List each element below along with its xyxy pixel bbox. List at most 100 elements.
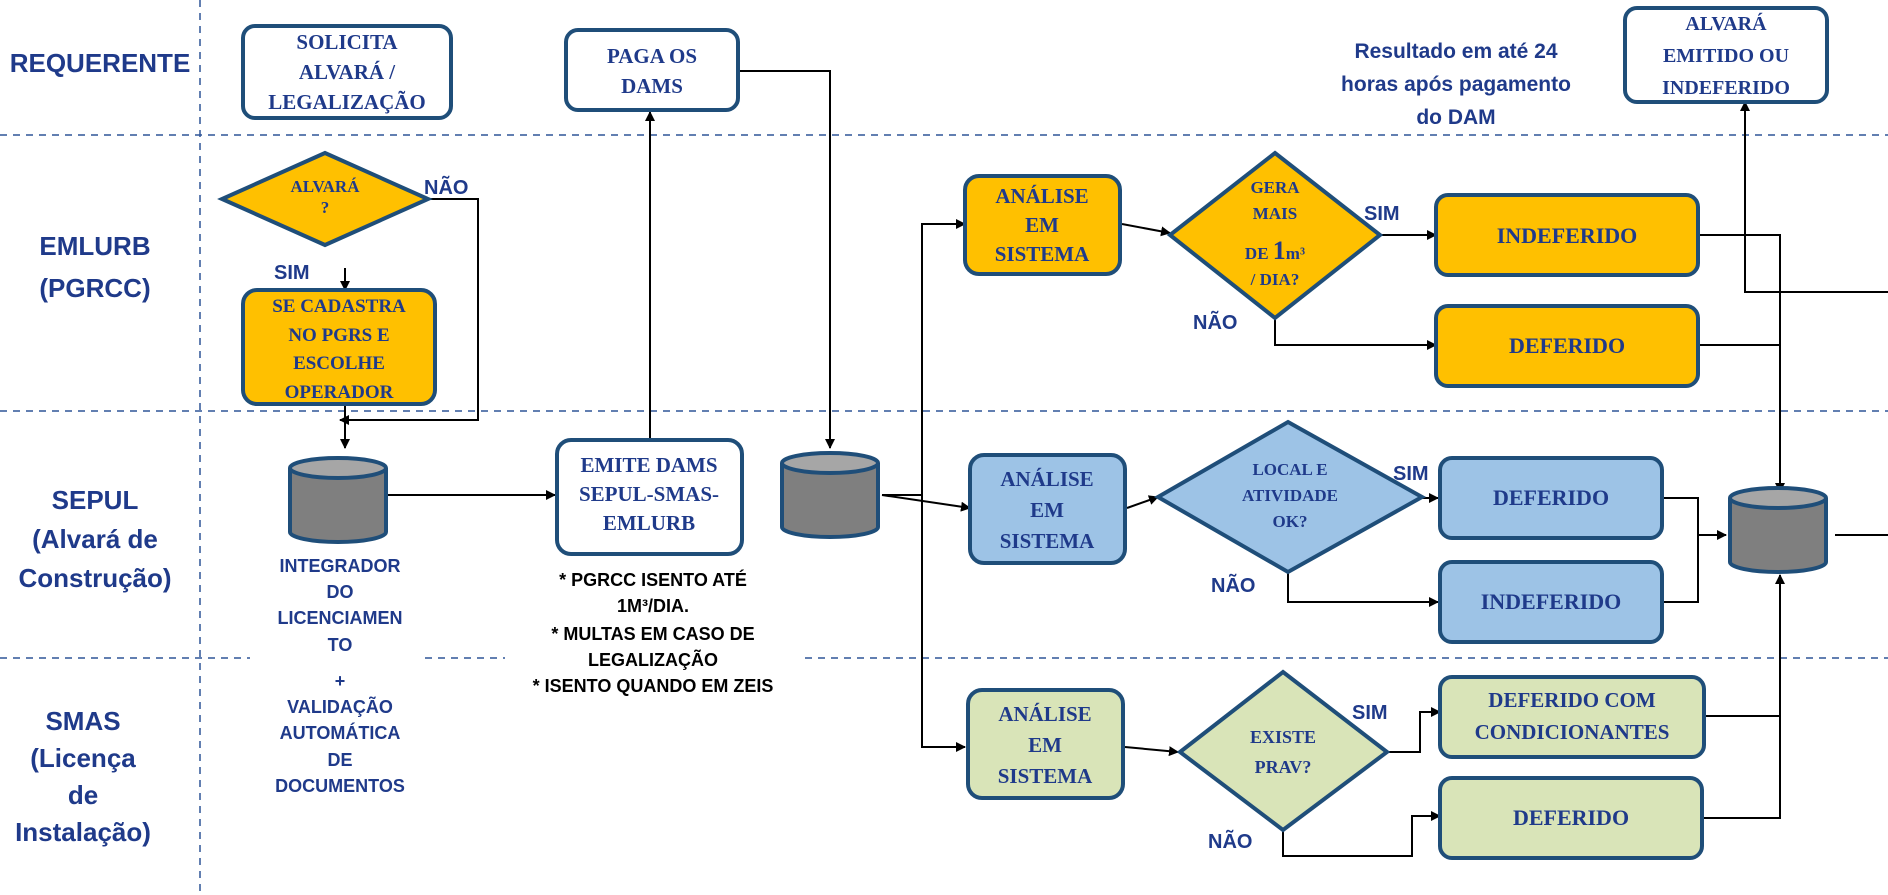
alvara-line-2: ? xyxy=(321,198,330,217)
paga-line-1: PAGA OS xyxy=(607,44,697,68)
box-deferido-condicionantes: DEFERIDO COM CONDICIONANTES xyxy=(1438,675,1706,759)
solicita-line-3: LEGALIZAÇÃO xyxy=(268,90,426,114)
diamond-local: LOCAL E ATIVIDADE OK? xyxy=(1153,419,1427,575)
note-line-4: LEGALIZAÇÃO xyxy=(588,649,718,670)
label-gera-nao: NÃO xyxy=(1193,311,1237,334)
box-smas-deferido: DEFERIDO xyxy=(1438,776,1704,860)
arrow-smas-analise-to-existe xyxy=(1124,746,1179,757)
emlurb-indeferido-text: INDEFERIDO xyxy=(1497,223,1638,248)
integrador-line-7: AUTOMÁTICA xyxy=(280,722,401,743)
integrador-line-5: + xyxy=(335,671,346,691)
emlurb-analise-line-1: ANÁLISE xyxy=(995,184,1088,208)
integrador-line-4: TO xyxy=(328,635,353,655)
emite-line-2: SEPUL-SMAS- xyxy=(579,482,719,506)
arrow-sepul-indeferido-to-db xyxy=(1662,535,1699,603)
arrow-return-to-alvara-emitido xyxy=(1740,101,1888,293)
lane-smas-3: de xyxy=(68,780,98,810)
integrador-line-1: INTEGRADOR xyxy=(280,556,401,576)
label-existe-nao: NÃO xyxy=(1208,830,1252,853)
resultado-note: Resultado em até 24 horas após pagamento… xyxy=(1341,40,1571,129)
label-local-nao: NÃO xyxy=(1211,574,1255,597)
box-emlurb-deferido: DEFERIDO xyxy=(1434,304,1700,388)
existe-line-1: EXISTE xyxy=(1250,727,1316,747)
smas-analise-line-2: EM xyxy=(1028,733,1062,757)
box-alvara-emitido: ALVARÁ EMITIDO OU INDEFERIDO xyxy=(1623,6,1829,104)
lane-smas-4: Instalação) xyxy=(15,817,151,847)
gera-line-2: MAIS xyxy=(1253,204,1297,223)
resultado-line-2: horas após pagamento xyxy=(1341,73,1571,96)
integrador-line-6: VALIDAÇÃO xyxy=(287,696,393,717)
lane-smas-2: (Licença xyxy=(30,743,136,773)
sepul-indeferido-text: INDEFERIDO xyxy=(1481,589,1622,614)
diamond-gera: GERA MAIS DE 1m³ / DIA? xyxy=(1166,150,1384,321)
diamond-existe: EXISTE PRAV? xyxy=(1176,669,1391,833)
arrow-emlurb-indeferido-to-db xyxy=(1700,234,1785,493)
label-local-sim: SIM xyxy=(1393,463,1429,485)
lane-emlurb-1: EMLURB xyxy=(39,231,150,261)
smas-deferido-text: DEFERIDO xyxy=(1513,805,1629,830)
lane-smas-1: SMAS xyxy=(45,706,120,736)
gera-line-3: DE 1m³ xyxy=(1245,236,1305,265)
label-existe-sim: SIM xyxy=(1352,702,1388,724)
emite-notes: * PGRCC ISENTO ATÉ 1M³/DIA. * MULTAS EM … xyxy=(533,569,774,696)
cadastra-line-2: NO PGRS E xyxy=(288,325,389,346)
integrador-line-9: DOCUMENTOS xyxy=(275,776,405,796)
emitido-line-2: EMITIDO OU xyxy=(1663,45,1789,67)
arrow-sepul-deferido-to-db xyxy=(1662,497,1727,540)
arrow-local-nao xyxy=(1287,572,1439,607)
emitido-line-3: INDEFERIDO xyxy=(1662,77,1790,99)
arrow-sepul-analise-to-local xyxy=(1126,495,1159,509)
lane-sepul-2: (Alvará de xyxy=(32,524,158,554)
database-final xyxy=(1728,486,1828,574)
arrow-db-to-smas-analise xyxy=(921,495,966,752)
cond-line-1: DEFERIDO COM xyxy=(1488,688,1656,712)
gera-line-4: / DIA? xyxy=(1250,270,1300,289)
cadastra-line-1: SE CADASTRA xyxy=(272,296,406,317)
box-sepul-analise: ANÁLISE EM SISTEMA xyxy=(968,453,1127,565)
arrow-existe-nao xyxy=(1282,811,1441,857)
paga-line-2: DAMS xyxy=(621,74,683,98)
database-center xyxy=(780,451,880,539)
arrow-existe-sim xyxy=(1387,707,1441,753)
note-line-1: * PGRCC ISENTO ATÉ xyxy=(559,569,747,590)
sepul-analise-line-2: EM xyxy=(1030,498,1064,522)
local-line-1: LOCAL E xyxy=(1252,460,1327,479)
sepul-analise-line-1: ANÁLISE xyxy=(1000,467,1093,491)
lane-labels: REQUERENTE EMLURB (PGRCC) SEPUL (Alvará … xyxy=(10,48,191,847)
label-alvara-nao: NÃO xyxy=(424,176,468,199)
smas-analise-line-3: SISTEMA xyxy=(998,764,1093,788)
lane-emlurb-2: (PGRCC) xyxy=(39,273,150,303)
label-alvara-sim: SIM xyxy=(274,262,310,284)
arrow-nao-to-integrador xyxy=(339,198,479,425)
existe-line-2: PRAV? xyxy=(1255,757,1312,777)
lane-requerente: REQUERENTE xyxy=(10,48,191,78)
arrow-db-to-emlurb-analise xyxy=(882,219,966,496)
sepul-analise-line-3: SISTEMA xyxy=(1000,529,1095,553)
cadastra-line-4: OPERADOR xyxy=(285,382,394,403)
integrador-line-2: DO xyxy=(327,582,354,602)
resultado-line-3: do DAM xyxy=(1416,106,1495,129)
arrow-gera-nao xyxy=(1274,318,1437,350)
box-paga: PAGA OS DAMS xyxy=(564,28,740,112)
arrow-smas-deferido-to-db xyxy=(1702,716,1781,819)
emlurb-deferido-text: DEFERIDO xyxy=(1509,333,1625,358)
emlurb-analise-line-2: EM xyxy=(1025,213,1059,237)
emite-line-3: EMLURB xyxy=(603,511,695,535)
arrow-emlurb-analise-to-gera xyxy=(1121,223,1171,237)
connectors xyxy=(339,70,1888,857)
box-emlurb-analise: ANÁLISE EM SISTEMA xyxy=(963,174,1122,276)
box-cadastra: SE CADASTRA NO PGRS E ESCOLHE OPERADOR xyxy=(241,288,437,406)
cadastra-line-3: ESCOLHE xyxy=(293,353,385,374)
arrow-cond-to-db xyxy=(1704,574,1785,717)
resultado-line-1: Resultado em até 24 xyxy=(1354,40,1557,63)
lane-sepul-1: SEPUL xyxy=(52,485,139,515)
arrow-paga-to-db xyxy=(738,70,835,449)
box-emlurb-indeferido: INDEFERIDO xyxy=(1434,193,1700,277)
lane-sepul-3: Construção) xyxy=(18,563,171,593)
box-sepul-deferido: DEFERIDO xyxy=(1438,456,1664,540)
sepul-deferido-text: DEFERIDO xyxy=(1493,485,1609,510)
emlurb-analise-line-3: SISTEMA xyxy=(995,242,1090,266)
arrow-db-to-sepul-analise xyxy=(881,494,971,512)
